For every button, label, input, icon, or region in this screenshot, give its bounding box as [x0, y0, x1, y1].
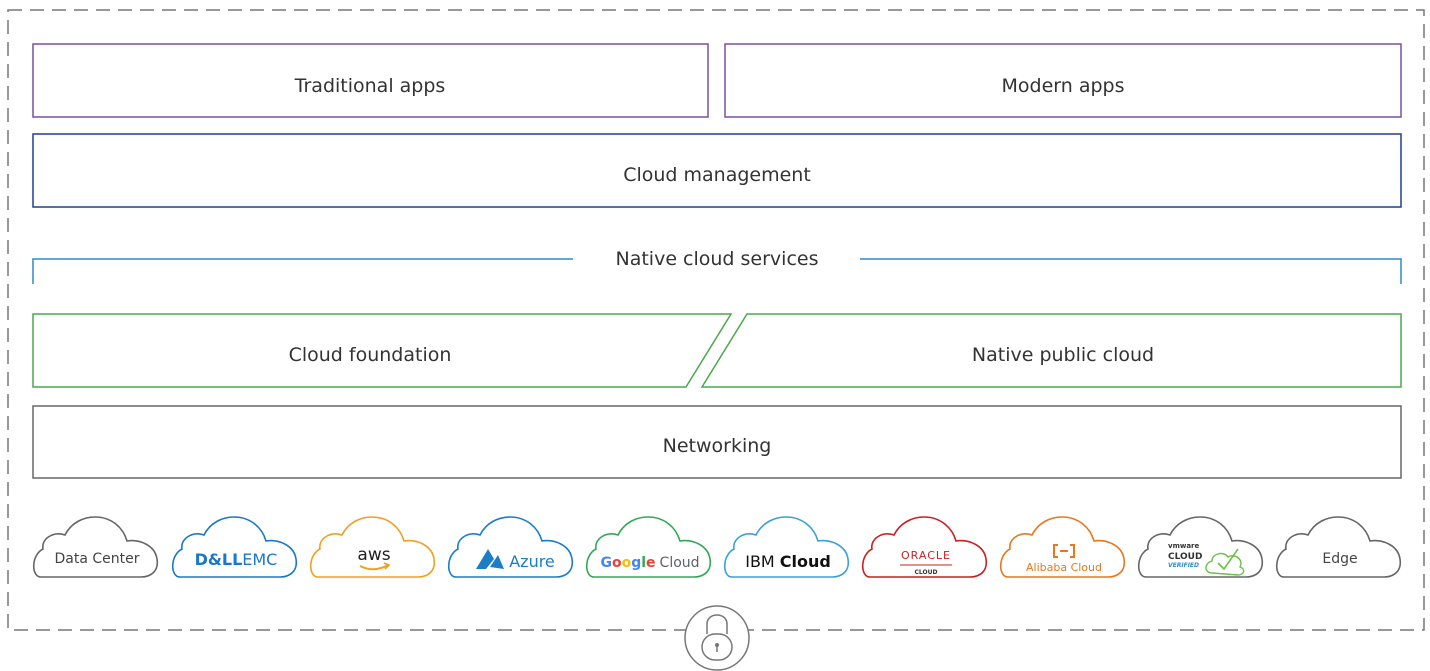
- oracle-cloud-sublabel: CLOUD: [915, 569, 938, 576]
- native-services-bracket-right: [860, 258, 1402, 284]
- cloud-foundation-label: Cloud foundation: [289, 344, 452, 366]
- aws-smile-mark: [359, 564, 389, 571]
- networking-box: [32, 405, 1402, 479]
- ibm-cloud-word: Cloud: [780, 552, 831, 571]
- modern-apps-layer: Modern apps: [724, 43, 1402, 118]
- vmware-verified-cloud-mark: [1205, 552, 1245, 576]
- dell-emc-cloud-icon: D&LLEMC: [171, 516, 298, 578]
- vmware-label: vmware: [1168, 542, 1199, 550]
- alibaba-logo-mark: [1053, 544, 1075, 558]
- cloud-management-layer: Cloud management: [32, 133, 1402, 208]
- alibaba-label: Alibaba Cloud: [1026, 561, 1102, 574]
- google-letter-o1: o: [612, 555, 622, 571]
- edge-cloud-icon: Edge: [1275, 516, 1402, 578]
- lock-shackle: [706, 614, 728, 634]
- azure-logo-mark: [476, 549, 504, 569]
- dell-logo-text: D&LL: [195, 550, 243, 569]
- traditional-apps-box: [32, 43, 709, 118]
- google-letter-o2: o: [622, 555, 632, 571]
- cloud-foundation-layer: Cloud foundation: [32, 313, 733, 388]
- google-letter-g: G: [600, 555, 612, 571]
- native-public-cloud-box: [700, 313, 1402, 388]
- aws-label: aws: [357, 545, 390, 565]
- outer-boundary: [7, 9, 1425, 631]
- networking-label: Networking: [663, 435, 772, 457]
- vmware-check-mark: [1217, 548, 1239, 571]
- oracle-label: ORACLE: [901, 549, 951, 562]
- vmware-verified-label: VERIFIED: [1168, 562, 1199, 569]
- vmware-cloud-verified-icon: vmware CLOUD VERIFIED: [1137, 516, 1264, 578]
- azure-label: Azure: [509, 552, 555, 571]
- edge-label: Edge: [1322, 551, 1357, 567]
- alibaba-cloud-icon: Alibaba Cloud: [999, 516, 1126, 578]
- cloud-management-label: Cloud management: [623, 164, 811, 186]
- aws-cloud-icon: aws: [309, 516, 436, 578]
- azure-cloud-icon: Azure: [447, 516, 574, 578]
- security-lock-icon: [684, 605, 750, 671]
- ibm-cloud-label: IBM Cloud: [745, 552, 831, 571]
- ibm-cloud-icon: IBM Cloud: [723, 516, 850, 578]
- traditional-apps-layer: Traditional apps: [32, 43, 709, 118]
- modern-apps-label: Modern apps: [1002, 75, 1125, 97]
- native-public-cloud-layer: Native public cloud: [700, 313, 1402, 388]
- native-cloud-services-layer: Native cloud services: [32, 248, 1402, 284]
- aws-smile-arrow: [383, 562, 391, 570]
- networking-layer: Networking: [32, 405, 1402, 479]
- google-letter-l: l: [641, 555, 646, 571]
- ibm-word: IBM: [745, 552, 775, 571]
- cloud-foundation-box: [32, 313, 733, 388]
- data-center-label: Data Center: [55, 551, 140, 567]
- data-center-cloud-icon: Data Center: [32, 516, 159, 578]
- google-letter-e: e: [646, 555, 656, 571]
- oracle-cloud-icon: ORACLE CLOUD: [861, 516, 988, 578]
- native-services-bracket-left: [32, 258, 573, 284]
- lock-keyhole: [715, 643, 719, 647]
- traditional-apps-label: Traditional apps: [294, 75, 446, 97]
- native-public-cloud-label: Native public cloud: [972, 344, 1154, 366]
- native-cloud-services-label: Native cloud services: [615, 248, 818, 270]
- dell-emc-label: D&LLEMC: [195, 550, 278, 569]
- google-letter-g2: g: [631, 555, 641, 571]
- cloud-management-box: [32, 133, 1402, 208]
- vmware-cloud-label: CLOUD: [1168, 552, 1202, 562]
- google-cloud-word: Cloud: [660, 555, 700, 571]
- emc-logo-text: EMC: [242, 550, 277, 569]
- modern-apps-box: [724, 43, 1402, 118]
